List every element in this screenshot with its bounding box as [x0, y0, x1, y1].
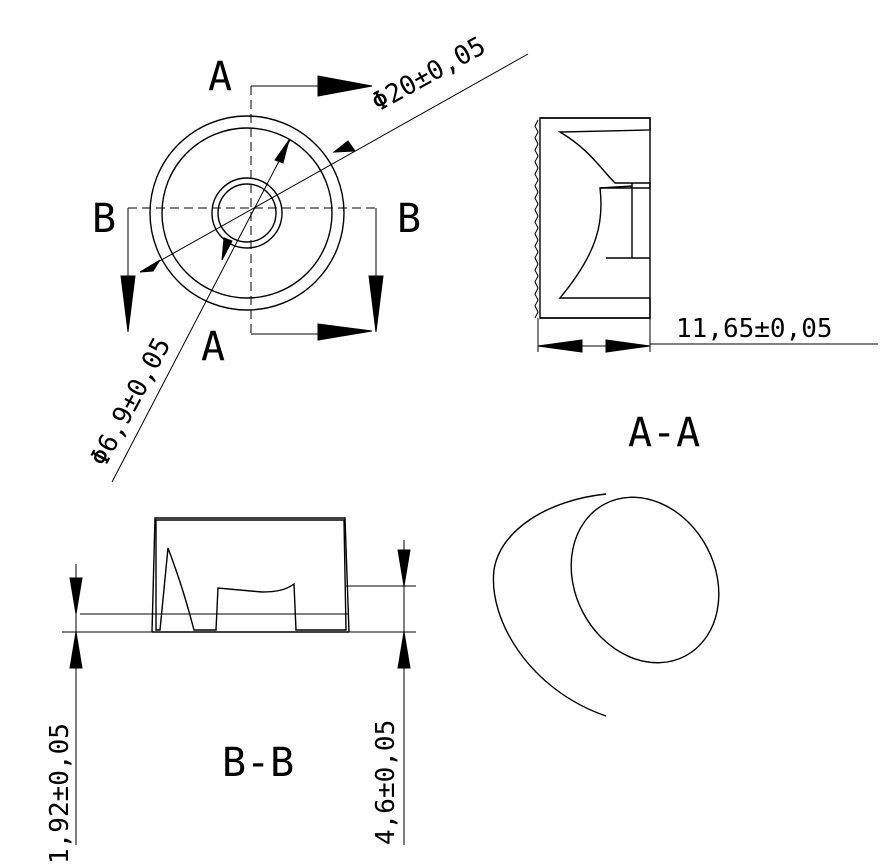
section-marker-b-right: B: [397, 196, 421, 242]
offset-large-label: 4,6±0,05: [371, 720, 401, 845]
outer-diameter-leader: [139, 53, 529, 273]
section-marker-a-top: A: [208, 54, 232, 100]
bore-outer-circle: [211, 177, 283, 249]
section-aa-view: [534, 117, 878, 353]
outer-inner-circle: [161, 127, 333, 299]
offset-small-label: 1,92±0,05: [45, 723, 75, 864]
section-arrow-b-left: [120, 275, 136, 333]
section-title-bb: B-B: [222, 740, 294, 786]
section-marker-b-left: B: [92, 196, 116, 242]
outer-circle: [149, 115, 345, 311]
section-arrow-a-top: [317, 75, 373, 97]
section-bb-view: [62, 517, 416, 845]
length-dimension-label: 11,65±0,05: [676, 314, 833, 344]
inner-diameter-leader: [111, 139, 291, 483]
section-arrow-a-bottom: [317, 323, 373, 341]
bore-inner-circle: [217, 183, 277, 243]
top-view: [111, 53, 529, 483]
section-marker-a-bottom: A: [201, 324, 225, 370]
section-arrow-b-right: [368, 275, 384, 333]
outer-diameter-label: Φ20±0,05: [367, 31, 491, 118]
section-title-aa: A-A: [628, 410, 700, 456]
inner-diameter-label: Φ6,9±0,05: [85, 333, 178, 471]
isometric-view: [492, 493, 720, 717]
